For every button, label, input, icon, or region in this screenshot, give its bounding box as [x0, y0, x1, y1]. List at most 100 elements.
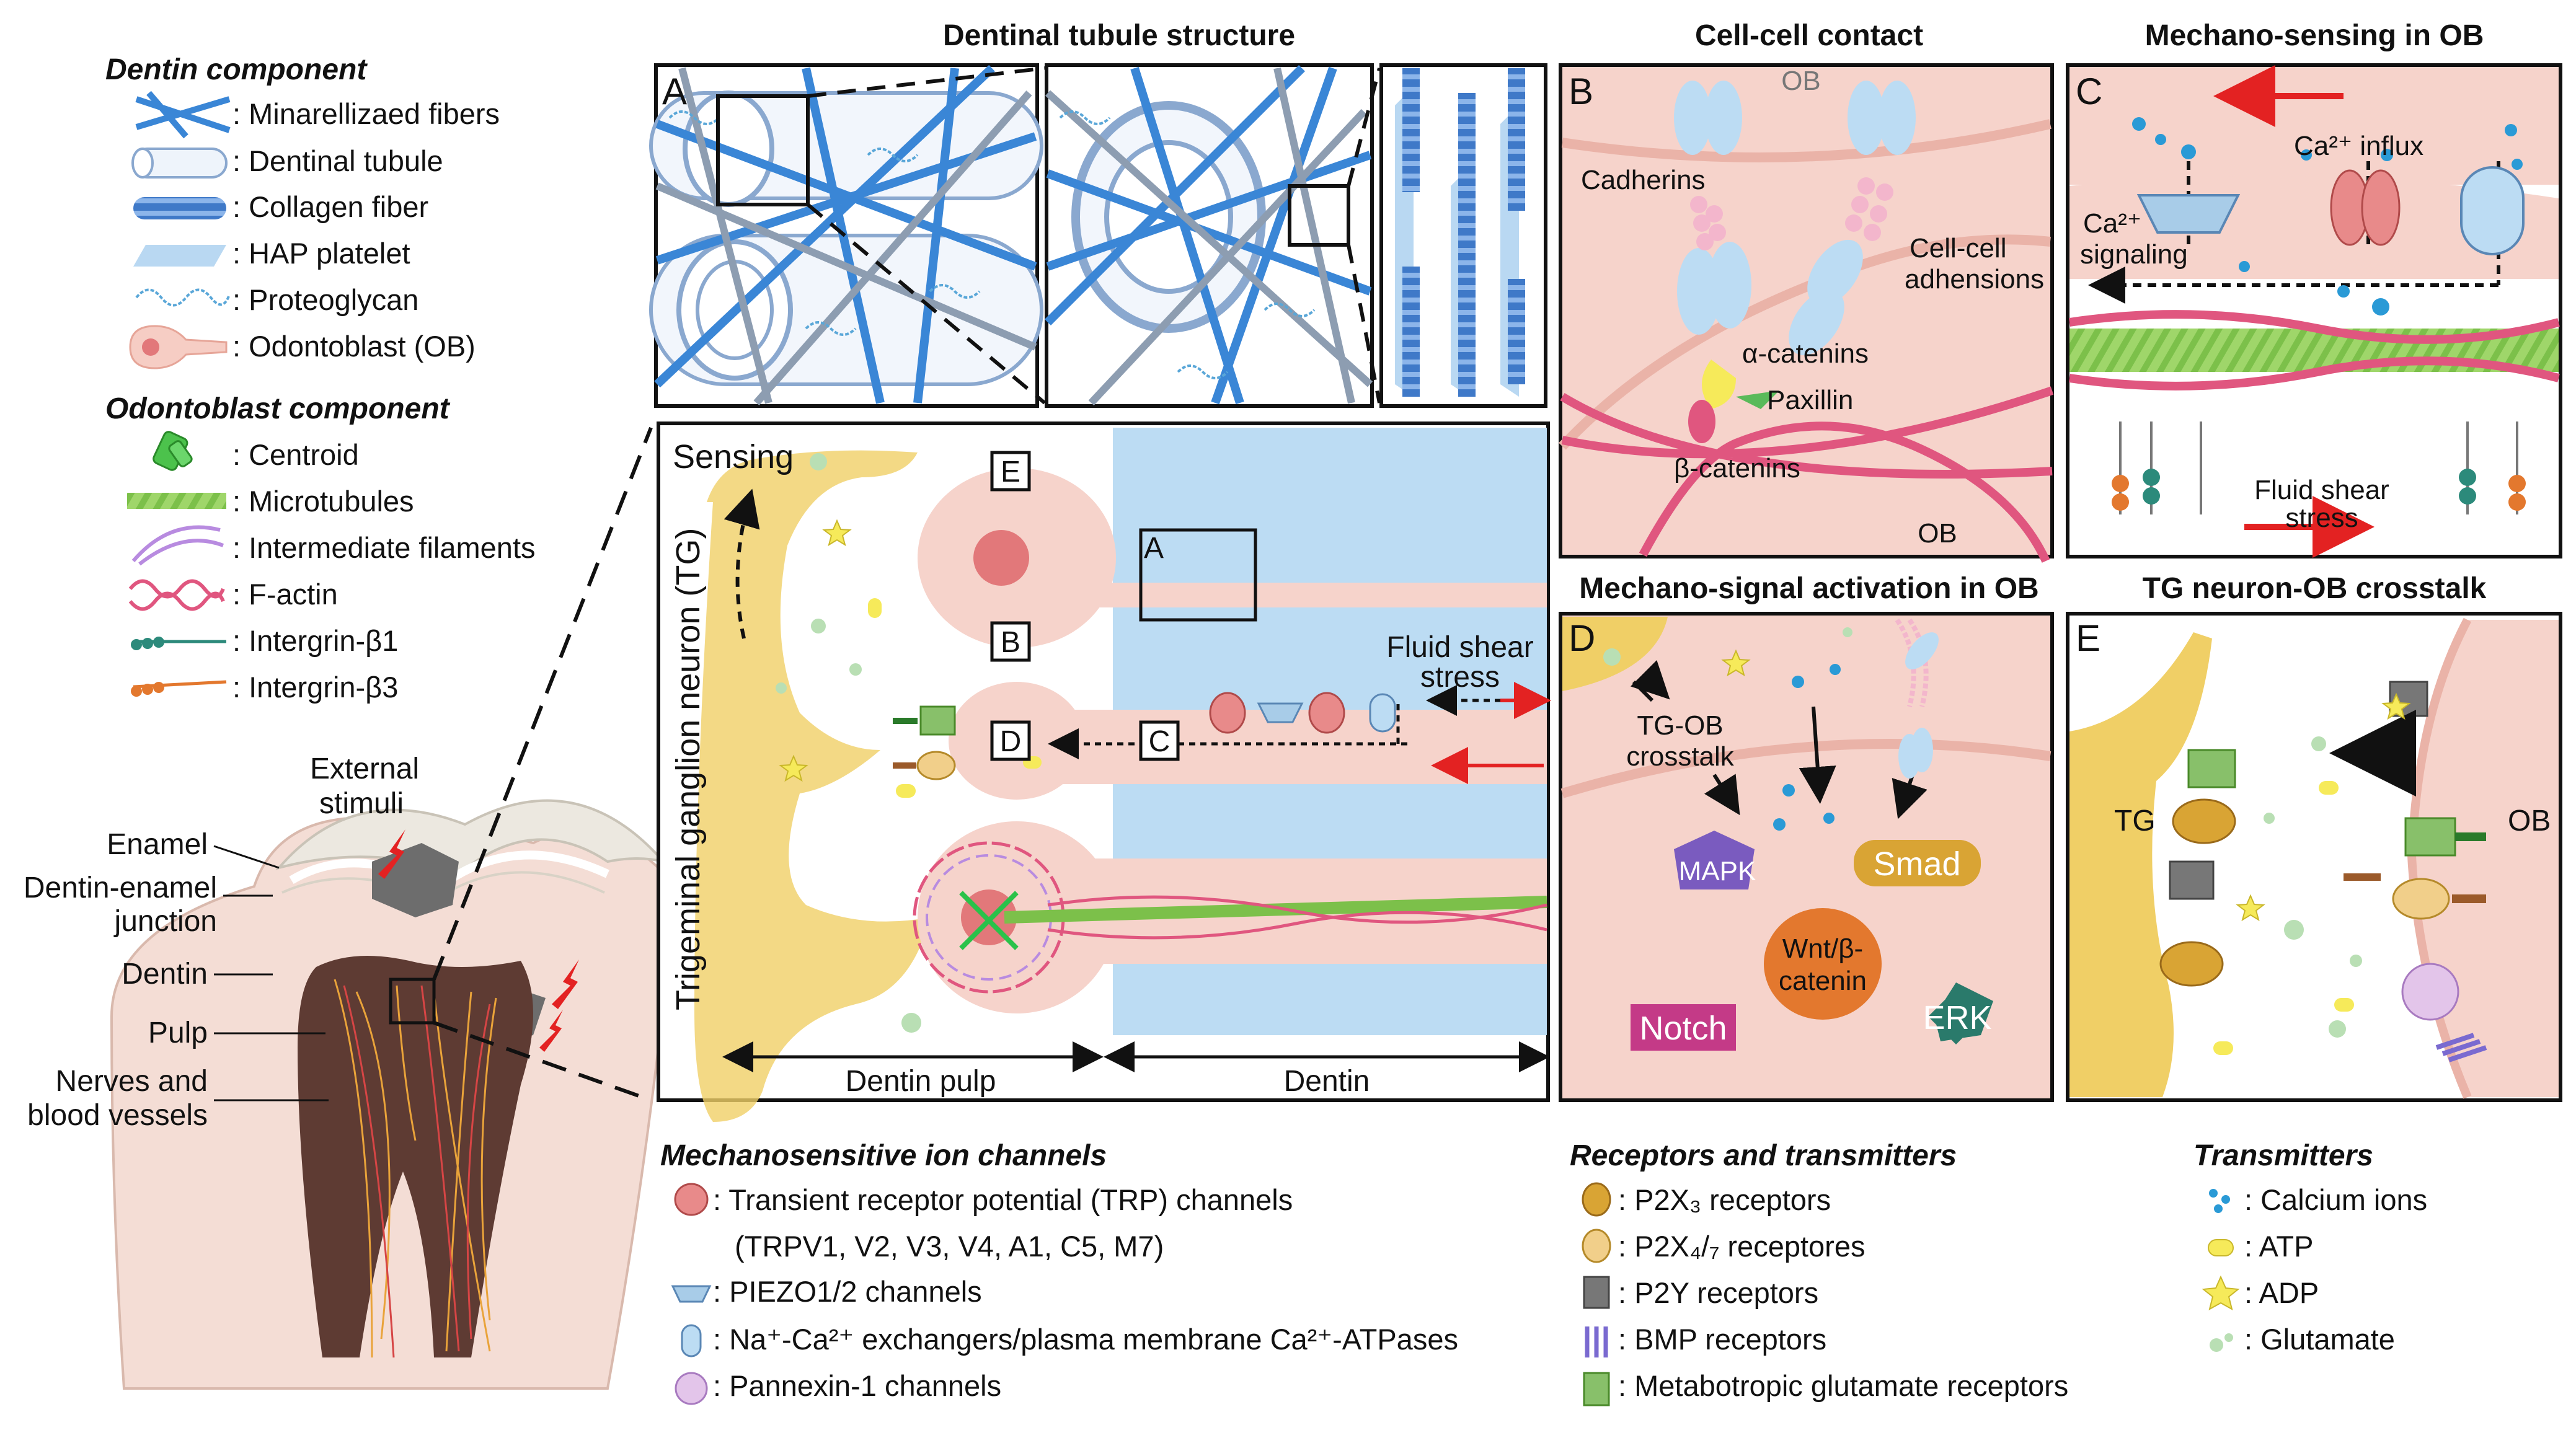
legend-transmitter-item: : ADP — [2244, 1276, 2319, 1309]
trp-channel-icon — [2330, 169, 2401, 246]
paxillin-label: Paxillin — [1767, 385, 1853, 415]
ob-label: OB — [1918, 518, 1957, 549]
dentin-pulp-label: Dentin pulp — [846, 1065, 996, 1098]
fluid-shear-label: Fluid shear — [1386, 631, 1533, 664]
legend-odonto-item: : Intermediate filaments — [232, 531, 536, 564]
trp-channel-icon — [1308, 692, 1345, 734]
box-d-label: D — [1000, 725, 1022, 758]
legend-transmitters-title: Transmitters — [2193, 1139, 2373, 1172]
fluid-shear-label: stress — [1420, 661, 1500, 694]
legend-dentin-title: Dentin component — [105, 53, 368, 86]
trp-channel-icon — [674, 1183, 709, 1216]
bmp-receptor-icon — [2435, 1033, 2487, 1062]
legend-receptor-item: : P2X₃ receptors — [1618, 1183, 1831, 1216]
panel-c-letter: C — [2076, 71, 2102, 112]
panel-a-zoom1 — [1045, 63, 1374, 408]
legend-receptor-item: : P2X₄/₇ receptores — [1618, 1230, 1865, 1263]
adhesion-label: adhensions — [1905, 264, 2044, 294]
legend-channels: Mechanosensitive ion channels : Transien… — [660, 1139, 1458, 1405]
smad-label: Smad — [1873, 845, 1960, 883]
panel-title-activation: Mechano-signal activation in OB — [1579, 572, 2038, 605]
dej-label: junction — [113, 905, 217, 938]
pmca-icon — [681, 1324, 702, 1357]
p2x-receptor-icon — [916, 751, 956, 780]
collagen-fiber-icon — [133, 197, 226, 219]
legend-channels-title: Mechanosensitive ion channels — [660, 1139, 1107, 1172]
zoom-line — [1347, 68, 1381, 187]
legend-transmitter-item: : Glutamate — [2244, 1323, 2395, 1356]
microtubules-icon — [127, 493, 226, 509]
wnt-shape — [1764, 908, 1882, 1020]
legend-dentin-item: : Dentinal tubule — [232, 144, 443, 177]
panel-title-crosstalk: TG neuron-OB crosstalk — [2143, 572, 2487, 605]
wnt-label: Wnt/β- — [1782, 933, 1863, 964]
mapk-shape — [1674, 831, 1755, 889]
adhesion-label: Cell-cell — [1910, 233, 2006, 263]
box-b-label: B — [1001, 626, 1020, 659]
legend-odonto-item: : Centroid — [232, 438, 359, 471]
fluid-shear-label-c: Fluid shear — [2254, 475, 2389, 505]
odontoblast-icon — [129, 325, 228, 369]
legend-transmitter-item: : ATP — [2244, 1230, 2313, 1263]
legend-odonto-title: Odontoblast component — [105, 392, 451, 425]
panel-a-letter: A — [662, 71, 687, 112]
proteoglycan-icon — [135, 288, 231, 307]
legend-receptors-title: Receptors and transmitters — [1570, 1139, 1957, 1172]
box-e-label: E — [1001, 456, 1020, 488]
integrin-beta1-icon — [131, 637, 226, 650]
panel-d-letter: D — [1569, 617, 1595, 659]
smad-shape — [1854, 840, 1981, 886]
adp-icon — [2202, 1275, 2240, 1310]
centroid-icon — [153, 431, 193, 471]
panel-c: C Ca²⁺ influx Ca²⁺ signaling Fluid shear… — [2066, 63, 2562, 558]
panel-a-zoom2 — [1379, 63, 1547, 408]
zoom-line — [432, 426, 653, 981]
nerves-label: Nerves and — [56, 1065, 208, 1098]
ob-label-e: OB — [2508, 805, 2551, 837]
panel-title-tubule: Dentinal tubule structure — [943, 19, 1295, 52]
panel-b: B OB OB Cadherins Cell-cell adhensions α… — [1559, 63, 2054, 563]
ca-signaling-label: Ca²⁺ — [2083, 208, 2141, 239]
pannexin-icon — [675, 1372, 708, 1405]
legend-channel-item: : Pannexin-1 channels — [713, 1369, 1001, 1402]
legend-odonto-item: : F-actin — [232, 578, 338, 611]
p2y-receptor-icon — [1583, 1276, 1610, 1309]
tooth-zoom-box — [389, 978, 436, 1025]
legend-channel-item: : Na⁺-Ca²⁺ exchangers/plasma membrane Ca… — [713, 1323, 1458, 1356]
legend-receptor-item: : Metabotropic glutamate receptors — [1618, 1369, 2068, 1402]
legend-receptors: Receptors and transmitters : P2X₃ recept… — [1570, 1139, 2068, 1406]
ca-signaling-label: signaling — [2080, 239, 2188, 270]
dej-label: Dentin-enamel — [24, 872, 217, 904]
zoom-line — [1347, 244, 1381, 404]
tg-ob-crosstalk-label: crosstalk — [1626, 741, 1735, 772]
tg-label: TG — [2114, 805, 2156, 837]
legend-channel-item: (TRPV1, V2, V3, V4, A1, C5, M7) — [735, 1230, 1164, 1263]
mglur-icon — [919, 705, 956, 736]
pmca-icon — [1369, 693, 1396, 733]
legend-receptor-item: : P2Y receptors — [1618, 1276, 1818, 1309]
p2x3-receptor-icon — [2172, 798, 2236, 844]
alpha-catenin-label: α-catenins — [1742, 338, 1869, 369]
ob-label: OB — [1781, 66, 1821, 96]
legend-channel-item: : PIEZO1/2 channels — [713, 1275, 982, 1308]
pannexin-icon — [2401, 963, 2459, 1021]
panel-title-contact: Cell-cell contact — [1695, 19, 1923, 52]
legend-odonto-item: : Microtubules — [232, 485, 414, 518]
lightning-icon — [539, 1010, 563, 1052]
panel-e-letter: E — [2076, 617, 2100, 659]
legend-odonto-item: : Intergrin-β1 — [232, 624, 398, 657]
intermediate-filaments-icon — [131, 525, 224, 566]
legend-odonto-item: : Intergrin-β3 — [232, 671, 398, 704]
mglur-icon — [2187, 749, 2236, 788]
bmp-receptor-icon — [1585, 1326, 1608, 1357]
f-actin-icon — [128, 579, 225, 611]
atp-icon — [2208, 1239, 2234, 1256]
panel-d: D TG-OB crosstalk MAPK Smad Wnt/β- caten… — [1559, 612, 2054, 1102]
main-panel: Sensing Trigeminal ganglion neuron (TG) … — [657, 421, 1551, 1122]
legend-odontoblast-component: Odontoblast component : Centroid : Micro… — [105, 392, 536, 704]
box-c-label: C — [1149, 725, 1171, 758]
p2x47-receptor-icon — [2392, 878, 2450, 920]
legend-receptor-item: : BMP receptors — [1618, 1323, 1826, 1356]
trp-channel-icon — [1209, 692, 1246, 734]
